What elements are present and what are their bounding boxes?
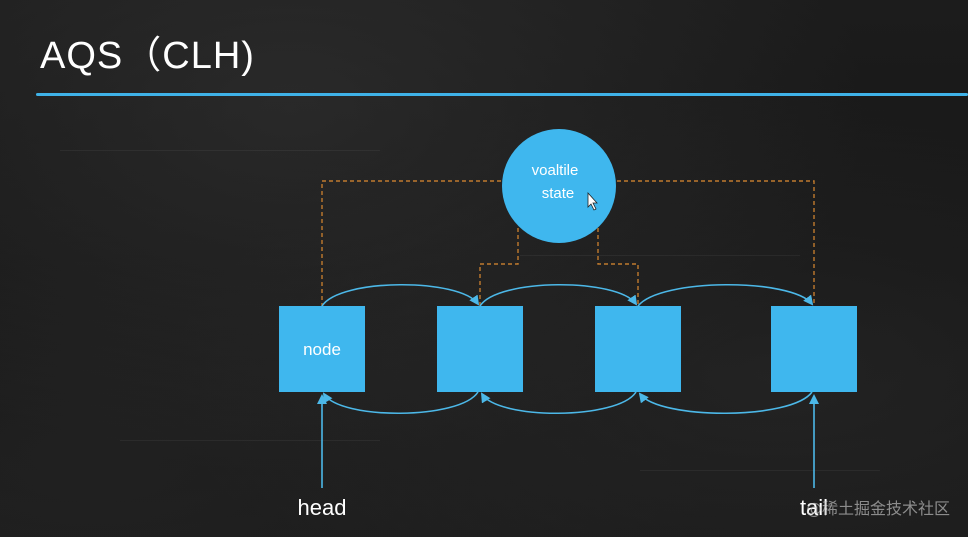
node-box-head — [279, 306, 365, 392]
state-label-line1: voaltile — [532, 162, 579, 179]
dashed-link-head — [321, 180, 501, 306]
watermark: @稀土掘金技术社区 — [805, 499, 950, 518]
mouse-cursor-icon — [587, 191, 598, 211]
pointer-arrows — [317, 394, 819, 488]
next-arrow-3 — [637, 283, 814, 307]
chalk-texture — [60, 150, 380, 151]
state-label-line2: state — [542, 185, 575, 202]
prev-arrow-2 — [480, 391, 637, 415]
node-box-2 — [437, 306, 523, 392]
tail-label: tail — [800, 495, 828, 520]
node-box-3 — [595, 306, 681, 392]
node-label: node — [303, 340, 341, 359]
dashed-link-node-2 — [479, 228, 519, 306]
prev-arrow-3 — [638, 391, 813, 415]
next-arrow-2 — [479, 283, 638, 307]
chalk-texture — [640, 470, 880, 471]
next-links — [321, 283, 814, 307]
state-circle-shape — [502, 129, 616, 243]
node-list: node — [279, 306, 857, 392]
dashed-link-tail — [617, 180, 815, 306]
state-reference-lines — [321, 180, 815, 306]
slide-title: AQS（CLH) — [40, 35, 255, 77]
prev-links — [322, 391, 813, 415]
chalk-texture — [120, 440, 380, 441]
head-label: head — [298, 495, 347, 520]
node-box-tail — [771, 306, 857, 392]
state-circle: voaltile state — [502, 129, 616, 243]
chalk-texture — [520, 255, 800, 256]
next-arrow-1 — [321, 283, 480, 307]
dashed-link-node-3 — [597, 228, 639, 306]
title-underline — [36, 93, 968, 96]
prev-arrow-1 — [322, 391, 479, 415]
